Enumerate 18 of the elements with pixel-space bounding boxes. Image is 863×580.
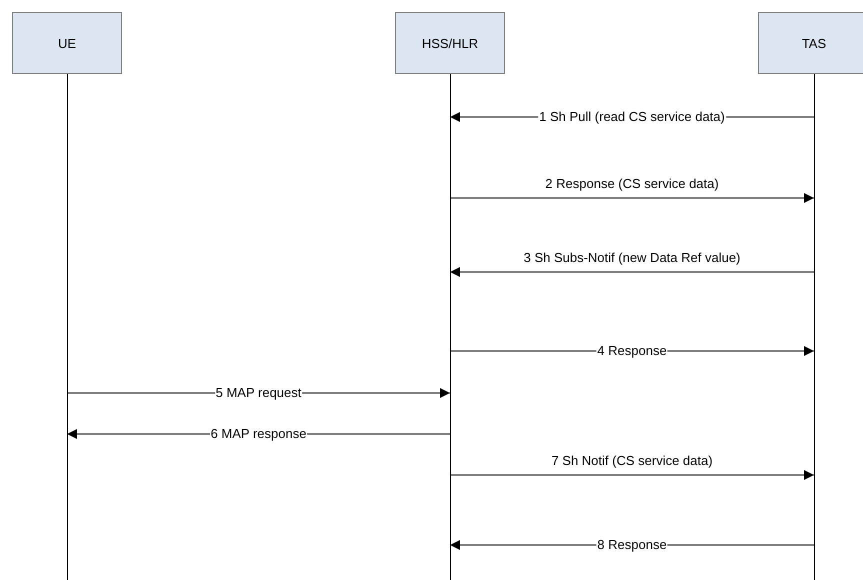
- message-label: 3 Sh Subs-Notif (new Data Ref value): [522, 250, 742, 265]
- message-label: 6 MAP response: [210, 426, 308, 441]
- message-label: 8 Response: [596, 537, 668, 552]
- message-label: 4 Response: [596, 343, 668, 358]
- message-label: 5 MAP request: [214, 385, 302, 400]
- message-arrow: [450, 193, 814, 203]
- participant-name: TAS: [802, 36, 826, 50]
- message-label: 1 Sh Pull (read CS service data): [538, 109, 726, 124]
- lifeline: [66, 74, 68, 580]
- message-arrow: [450, 267, 814, 277]
- participant-box: [12, 12, 122, 74]
- participant-name: HSS/HLR: [422, 36, 478, 50]
- participant-name: UE: [58, 36, 76, 50]
- message-arrow: [450, 470, 814, 480]
- participant-box: [758, 12, 863, 74]
- message-label: 7 Sh Notif (CS service data): [550, 453, 714, 468]
- participant-box: [395, 12, 505, 74]
- message-label: 2 Response (CS service data): [544, 176, 720, 191]
